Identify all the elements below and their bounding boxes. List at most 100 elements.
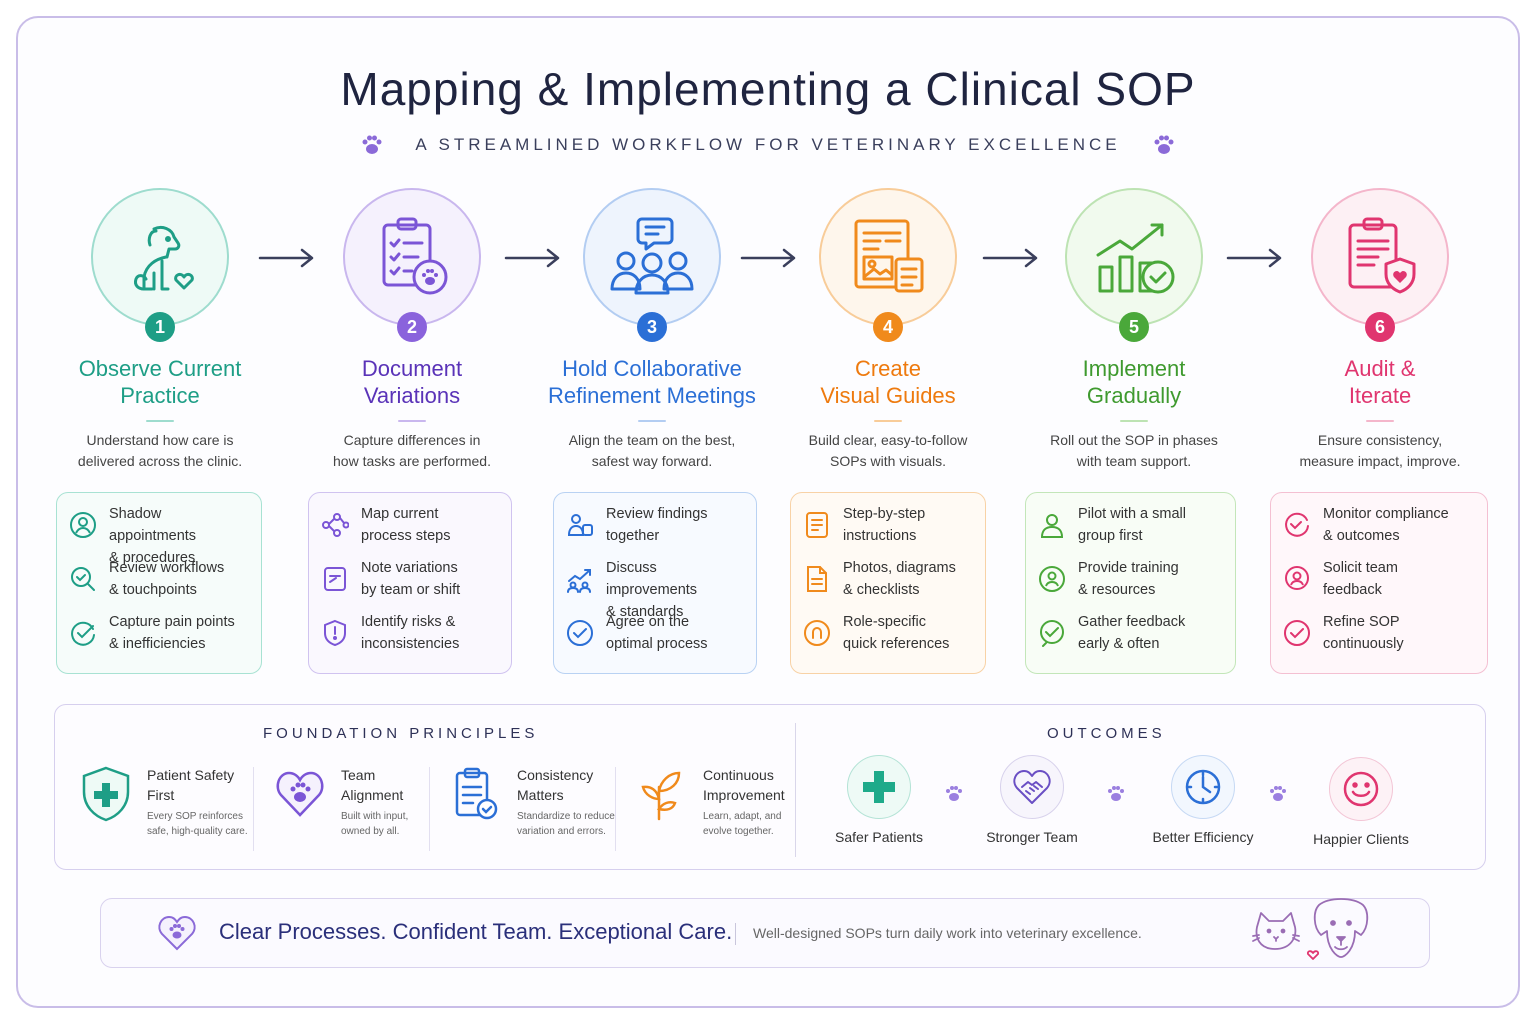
step-5-icon-circle	[1065, 188, 1203, 326]
step-6-icon-circle	[1311, 188, 1449, 326]
principle-divider	[253, 767, 254, 851]
step-number-badge: 6	[1365, 312, 1395, 342]
outcome-label: Stronger Team	[986, 829, 1078, 845]
right-arrow-icon	[740, 248, 796, 268]
flow-map-icon	[322, 513, 349, 537]
outcomes-heading: OUTCOMES	[1047, 725, 1166, 742]
panel-divider	[795, 723, 796, 857]
outcome-label: Safer Patients	[835, 829, 923, 845]
doc-diagram-icon	[807, 566, 827, 592]
team-chat-icon	[610, 217, 694, 295]
document-image-icon	[854, 219, 924, 293]
step-title: Audit &Iterate	[1344, 356, 1416, 408]
heart-paw-icon	[158, 915, 196, 951]
clipboard-paw-icon	[382, 217, 448, 295]
check-circle-icon	[567, 620, 593, 646]
outcome-label: Happier Clients	[1313, 831, 1409, 847]
foundation-outcomes-panel: FOUNDATION PRINCIPLES OUTCOMES Patient S…	[54, 704, 1486, 870]
clock-icon	[1171, 755, 1235, 819]
paw-icon	[1154, 135, 1174, 154]
handshake-heart-icon	[1000, 755, 1064, 819]
step-6: 6 Audit &Iterate Ensure consistency,meas…	[1260, 188, 1500, 472]
title-underline	[638, 420, 666, 422]
people-review-icon	[567, 514, 593, 536]
step-number-badge: 1	[145, 312, 175, 342]
clipboard-check-icon	[455, 767, 498, 820]
growth-chart-check-icon	[1096, 223, 1175, 294]
footer-tagline: Clear Processes. Confident Team. Excepti…	[219, 919, 733, 944]
step-number-badge: 4	[873, 312, 903, 342]
person-circle-icon	[70, 512, 96, 538]
magnify-check-icon	[71, 567, 95, 591]
title-underline	[1120, 420, 1148, 422]
title-underline	[874, 420, 902, 422]
feedback-check-icon	[1040, 620, 1064, 647]
monitor-check-icon	[1285, 512, 1309, 537]
step-3-icon-circle	[583, 188, 721, 326]
step-1-card: Shadow appointments& procedures Review w…	[56, 492, 262, 674]
list-item: Photos, diagrams& checklists	[803, 557, 973, 611]
cat-dog-illustration-icon	[1252, 898, 1369, 960]
step-2-icon-circle	[343, 188, 481, 326]
chart-people-icon	[567, 569, 591, 593]
step-description: Align the team on the best,safest way fo…	[568, 432, 736, 469]
role-badge-icon	[804, 620, 830, 646]
outcome-stronger-team: Stronger Team	[967, 755, 1097, 845]
list-item: Discuss improvements& standards	[566, 557, 744, 620]
step-number-badge: 2	[397, 312, 427, 342]
outcome-happier-clients: Happier Clients	[1296, 757, 1426, 847]
list-item: Capture pain points& inefficiencies	[69, 611, 249, 665]
paw-icon	[1108, 786, 1124, 801]
title-underline	[1366, 420, 1394, 422]
footer-banner: Clear Processes. Confident Team. Excepti…	[100, 898, 1430, 968]
dog-heart-icon	[134, 225, 194, 291]
step-description: Ensure consistency,measure impact, impro…	[1299, 432, 1461, 469]
smiley-icon	[1329, 757, 1393, 821]
sprout-icon	[641, 771, 681, 821]
list-item: Review workflows& touchpoints	[69, 557, 249, 611]
shield-alert-icon	[324, 619, 346, 647]
right-arrow-icon	[1226, 248, 1282, 268]
title-underline	[398, 420, 426, 422]
subtitle-row: A STREAMLINED WORKFLOW FOR VETERINARY EX…	[0, 132, 1536, 158]
right-arrow-icon	[982, 248, 1038, 268]
list-doc-icon	[806, 512, 828, 538]
shield-cross-icon	[82, 766, 130, 822]
footer-divider	[735, 923, 736, 945]
step-number-badge: 5	[1119, 312, 1149, 342]
paw-icon	[362, 135, 382, 154]
training-icon	[1039, 566, 1065, 592]
right-arrow-icon	[258, 248, 314, 268]
list-item: Provide training& resources	[1038, 557, 1223, 611]
medical-cross-icon	[847, 755, 911, 819]
outcome-safer-patients: Safer Patients	[814, 755, 944, 845]
step-4-icon-circle	[819, 188, 957, 326]
paw-icon	[1270, 786, 1286, 801]
foundation-heading: FOUNDATION PRINCIPLES	[263, 725, 539, 742]
footer-note: Well-designed SOPs turn daily work into …	[753, 925, 1142, 941]
step-number-badge: 3	[637, 312, 667, 342]
list-item: Shadow appointments& procedures	[69, 503, 249, 566]
right-arrow-icon	[504, 248, 560, 268]
